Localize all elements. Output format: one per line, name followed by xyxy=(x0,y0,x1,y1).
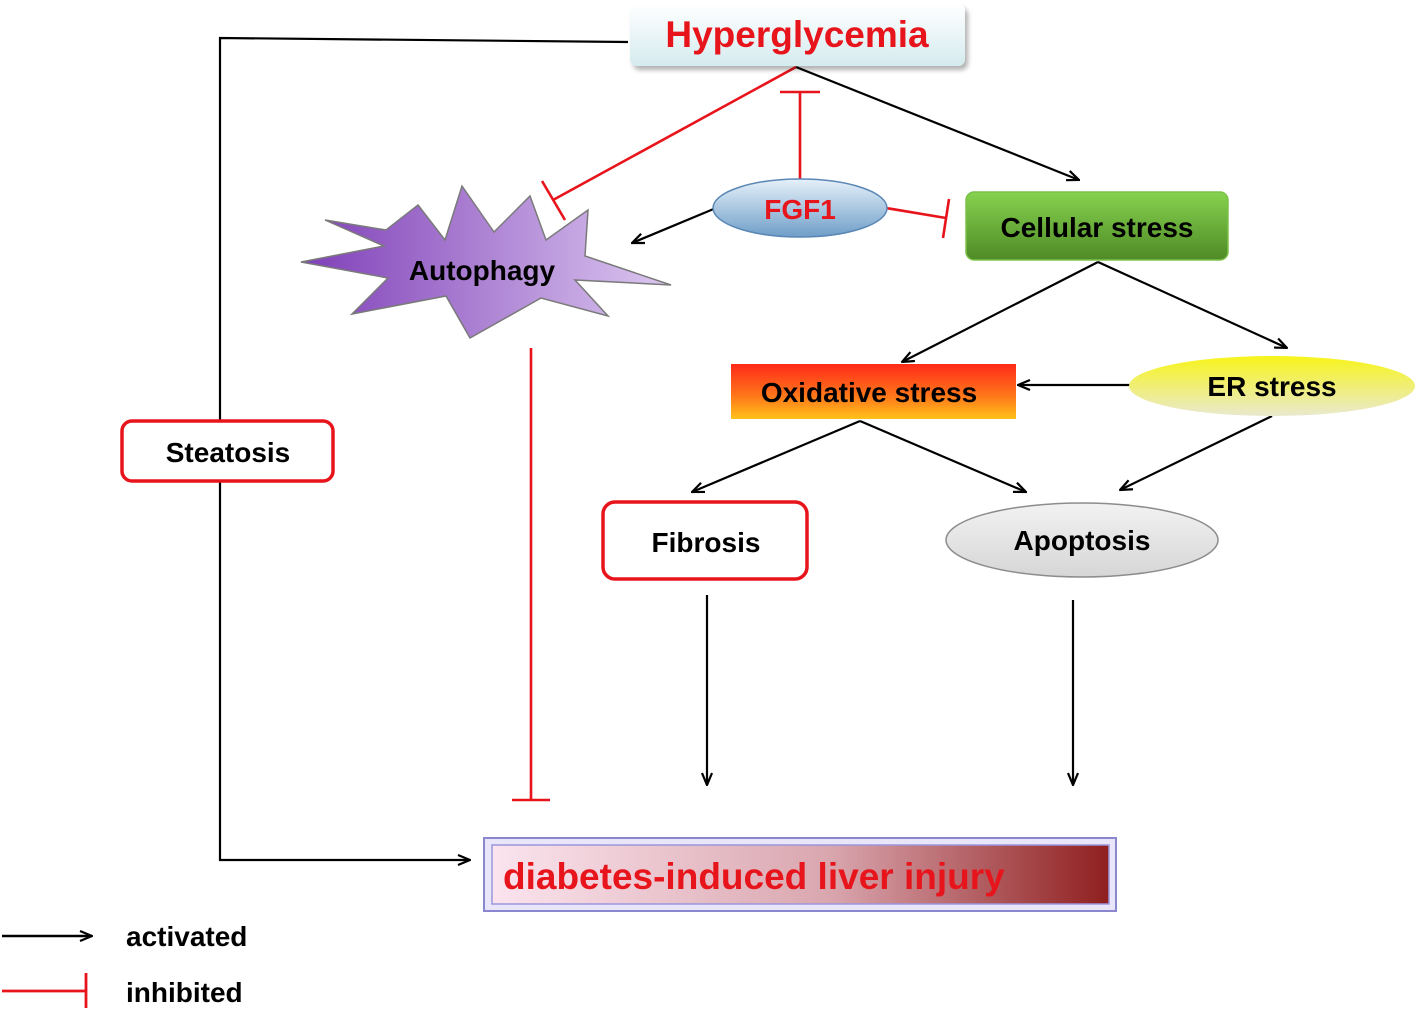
cellular-stress-node: Cellular stress xyxy=(965,191,1229,261)
apoptosis-label: Apoptosis xyxy=(1014,525,1151,556)
liver-injury-node: diabetes-induced liver injury xyxy=(483,837,1117,912)
er-stress-label: ER stress xyxy=(1207,371,1336,402)
fgf1-inhibits-cellular-stress-bar xyxy=(941,198,951,239)
hyperglycemia-inhibits-autophagy-bar xyxy=(540,180,567,221)
fgf1-node: FGF1 xyxy=(712,178,888,238)
oxidative-stress-node: Oxidative stress xyxy=(731,364,1016,419)
fgf1-to-autophagy-arrow xyxy=(632,206,717,243)
apoptosis-node: Apoptosis xyxy=(945,502,1219,578)
steatosis-node: Steatosis xyxy=(120,419,335,483)
oxidative-to-fibrosis-arrow xyxy=(692,419,861,492)
hyperglycemia-label: Hyperglycemia xyxy=(665,14,929,55)
er-to-apoptosis-arrow xyxy=(1120,415,1273,490)
hyperglycemia-node: Hyperglycemia xyxy=(630,4,965,66)
hyperglycemia-to-cellular-stress-arrow xyxy=(795,65,1079,180)
cellular-stress-to-oxidative-arrow xyxy=(902,261,1099,362)
fibrosis-label: Fibrosis xyxy=(652,527,761,558)
liver-injury-label: diabetes-induced liver injury xyxy=(503,856,1005,897)
oxidative-to-apoptosis-arrow xyxy=(859,419,1026,492)
legend-inhibited-label: inhibited xyxy=(126,977,243,1008)
cellular-stress-to-er-arrow xyxy=(1097,260,1287,348)
steatosis-label: Steatosis xyxy=(166,437,291,468)
legend-activated-label: activated xyxy=(126,921,247,952)
er-stress-node: ER stress xyxy=(1129,356,1415,416)
fgf1-label: FGF1 xyxy=(764,194,836,225)
autophagy-label: Autophagy xyxy=(409,255,556,286)
oxidative-stress-label: Oxidative stress xyxy=(761,377,977,408)
legend: activated inhibited xyxy=(2,921,247,1008)
fibrosis-node: Fibrosis xyxy=(601,500,809,581)
inhibition-connectors xyxy=(512,65,951,802)
activation-connectors xyxy=(218,36,1287,860)
hyperglycemia-inhibits-autophagy-line xyxy=(552,65,797,202)
cellular-stress-label: Cellular stress xyxy=(1001,212,1194,243)
autophagy-node: Autophagy xyxy=(300,184,672,340)
fgf1-inhibits-cellular-stress-line xyxy=(885,206,947,220)
